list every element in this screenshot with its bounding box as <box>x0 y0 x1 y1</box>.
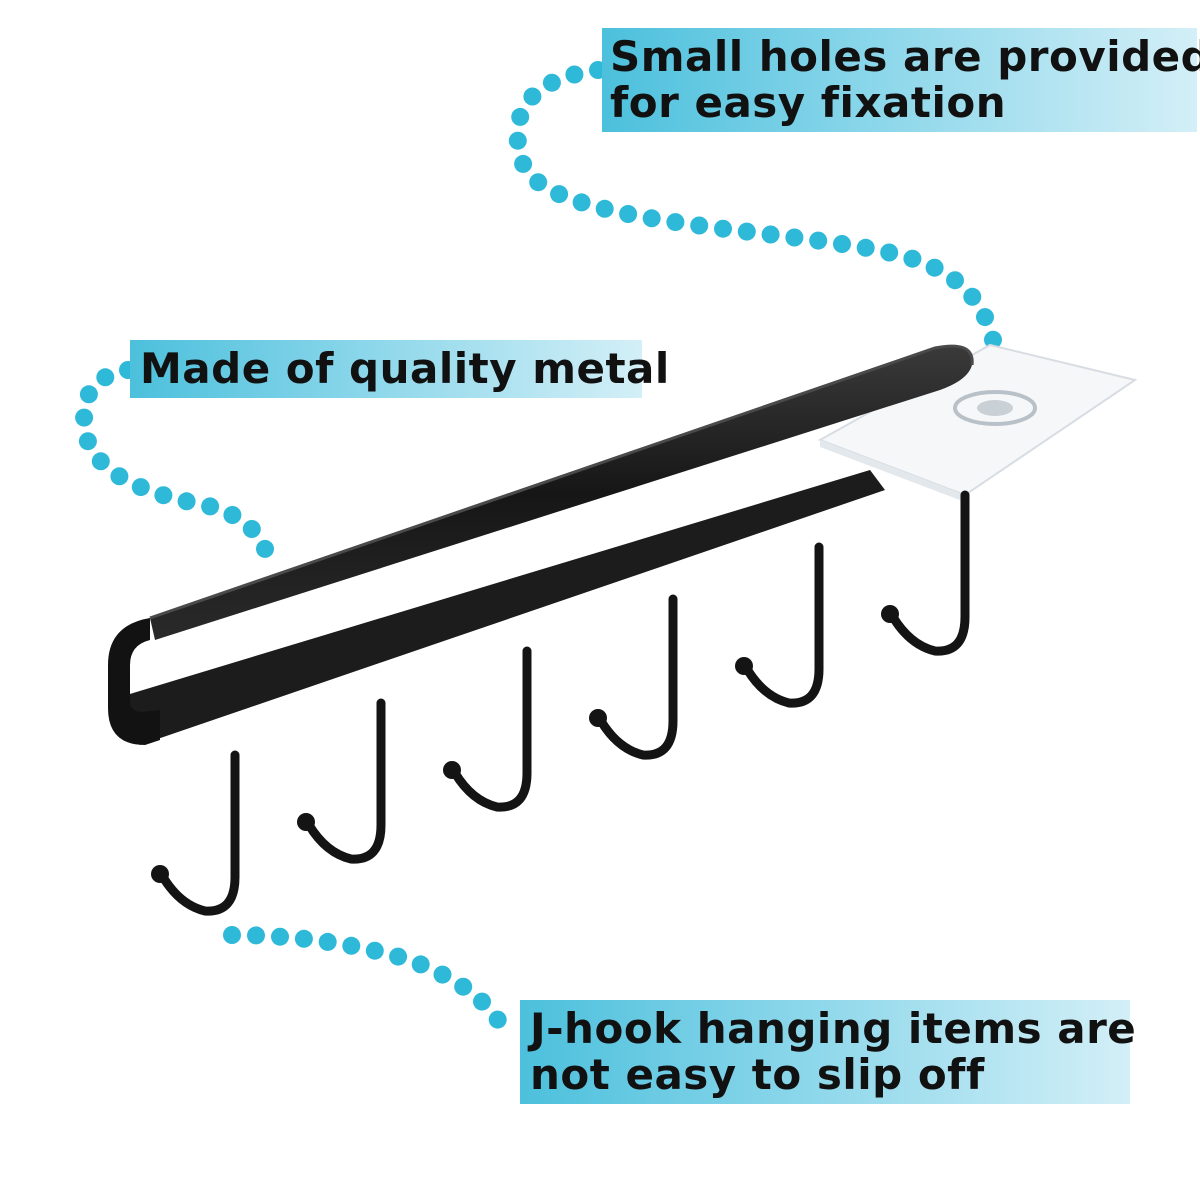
connector-dot <box>737 222 756 241</box>
connector-dot <box>131 478 150 497</box>
j-hook <box>742 542 824 708</box>
connector-dot <box>619 205 638 223</box>
connector-dot <box>79 385 98 404</box>
connector-dot <box>714 219 732 238</box>
connector-dot <box>110 467 129 486</box>
dotted-connectors <box>75 61 1008 1029</box>
connector-dot <box>508 131 527 150</box>
connector-dot <box>514 154 533 173</box>
callout-hooks-line1: J-hook hanging items are <box>530 1004 1137 1053</box>
connector-dot <box>946 271 964 290</box>
connector-dot <box>342 936 361 955</box>
connector-dot <box>880 243 899 262</box>
connector-dot <box>75 408 94 427</box>
connector-dot <box>523 87 542 106</box>
connector-dot <box>761 225 780 244</box>
screw-hole-icon <box>953 390 1037 426</box>
hook-tip-ball <box>151 865 169 883</box>
connector-dot <box>984 330 1002 349</box>
connector-dot <box>154 486 173 505</box>
connector-dot <box>411 955 430 974</box>
j-hook <box>596 594 678 760</box>
connector-dot <box>473 992 491 1011</box>
hook-tip-ball <box>443 761 461 779</box>
metal-rack-frame <box>108 344 974 745</box>
callout-material: Made of quality metal <box>130 340 670 398</box>
connector-dot <box>903 249 922 268</box>
connector-dot <box>242 520 261 538</box>
connector-left-path <box>84 370 268 558</box>
connector-dot <box>247 926 265 945</box>
hook-tip-ball <box>735 657 753 675</box>
connector-dot <box>809 231 828 250</box>
connector-dot <box>177 492 196 511</box>
connector-dot <box>223 926 241 944</box>
callout-hooks-line2: not easy to slip off <box>530 1050 985 1100</box>
hook-tip-ball <box>589 709 607 727</box>
connector-dot <box>365 941 384 960</box>
connector-dot <box>201 497 220 516</box>
connector-dot <box>454 977 473 996</box>
j-hooks <box>151 490 970 916</box>
connector-dot <box>690 216 709 235</box>
connector-dot <box>511 107 530 126</box>
connector-dot <box>856 238 875 257</box>
j-hook <box>450 646 532 812</box>
j-hook <box>158 750 240 916</box>
connector-dot <box>271 927 289 946</box>
connector-dot <box>78 432 97 451</box>
connector-dot <box>550 185 569 204</box>
j-hook <box>888 490 970 656</box>
callout-material-line1: Made of quality metal <box>140 344 670 393</box>
callout-fixation-line1: Small holes are provided <box>610 32 1200 81</box>
hook-tip-ball <box>297 813 315 831</box>
callout-fixation: Small holes are provided for easy fixati… <box>602 28 1200 132</box>
connector-dot <box>976 308 994 327</box>
connector-dot <box>595 199 614 218</box>
connector-dot <box>925 258 944 277</box>
connector-dot <box>666 213 685 232</box>
connector-dot <box>963 287 982 306</box>
connector-dot <box>529 173 548 192</box>
connector-dot <box>833 235 851 253</box>
connector-dot <box>223 506 242 524</box>
connector-dot <box>318 932 337 951</box>
j-hook <box>304 698 386 864</box>
connector-dot <box>488 1010 507 1029</box>
connector-dot <box>572 193 591 212</box>
callout-hooks: J-hook hanging items are not easy to sli… <box>520 1000 1137 1104</box>
connector-dot <box>785 228 804 247</box>
connector-dot <box>256 539 274 558</box>
connector-dot <box>294 929 313 948</box>
hook-tip-ball <box>881 605 899 623</box>
connector-dot <box>96 368 115 387</box>
callout-fixation-line2: for easy fixation <box>610 78 1007 128</box>
connector-dot <box>433 965 452 984</box>
connector-dot <box>389 947 408 966</box>
connector-dot <box>91 452 110 471</box>
connector-dot <box>642 209 661 228</box>
connector-dot <box>565 65 584 84</box>
connector-dot <box>542 73 561 92</box>
